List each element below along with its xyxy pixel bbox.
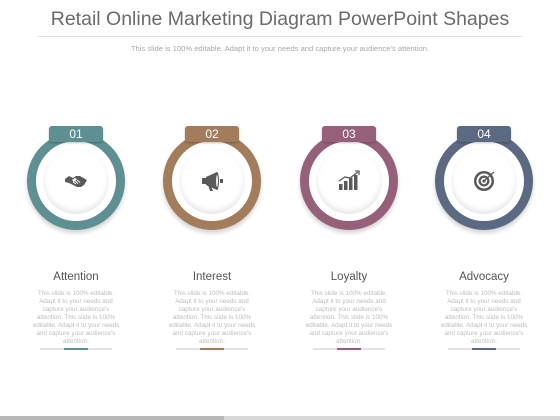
step-ring	[163, 132, 261, 230]
slide-title: Retail Online Marketing Diagram PowerPoi…	[50, 8, 510, 30]
step-underline-accent	[200, 348, 224, 350]
title-divider	[38, 36, 522, 37]
step-label: Loyalty	[330, 271, 368, 283]
step-underline	[313, 348, 385, 350]
step-description: This slide is 100% editable. Adapt it to…	[168, 290, 256, 345]
step-underline-accent	[337, 348, 361, 350]
step-number-tab: 03	[322, 126, 376, 142]
step-underline	[176, 348, 248, 350]
step-label: Advocacy	[459, 271, 509, 283]
step-label: Attention	[53, 271, 99, 283]
footer-line	[0, 416, 560, 420]
step-underline	[448, 348, 520, 350]
step-description: This slide is 100% editable. Adapt it to…	[32, 290, 120, 345]
step-interest: 02 Interest This slide is 100% editable.…	[152, 118, 272, 368]
step-ring-inner	[179, 148, 245, 214]
step-underline-accent	[472, 348, 496, 350]
step-ring-inner	[451, 148, 517, 214]
step-description: This slide is 100% editable. Adapt it to…	[440, 290, 528, 345]
step-attention: 01 Attention This slide is 100% editable…	[16, 118, 136, 368]
step-underline	[40, 348, 112, 350]
step-ring-inner	[316, 148, 382, 214]
step-advocacy: 04 Advocacy This slide is 100% editable.…	[424, 118, 544, 368]
step-number-tab: 01	[49, 126, 103, 142]
step-description: This slide is 100% editable. Adapt it to…	[305, 290, 393, 345]
step-ring-inner	[43, 148, 109, 214]
step-label: Interest	[192, 271, 232, 283]
step-ring	[435, 132, 533, 230]
step-number-tab: 02	[185, 126, 239, 142]
step-loyalty: 03 Loyalty This slide is 100% editable. …	[289, 118, 409, 368]
megaphone-icon	[202, 172, 223, 191]
step-ring	[300, 132, 398, 230]
step-number-tab: 04	[457, 126, 511, 142]
bar-chart-icon	[338, 170, 360, 190]
handshake-icon	[65, 176, 87, 187]
target-icon	[474, 171, 495, 191]
step-ring	[27, 132, 125, 230]
slide-subtitle: This slide is 100% editable. Adapt it to…	[130, 44, 430, 53]
step-underline-accent	[64, 348, 88, 350]
